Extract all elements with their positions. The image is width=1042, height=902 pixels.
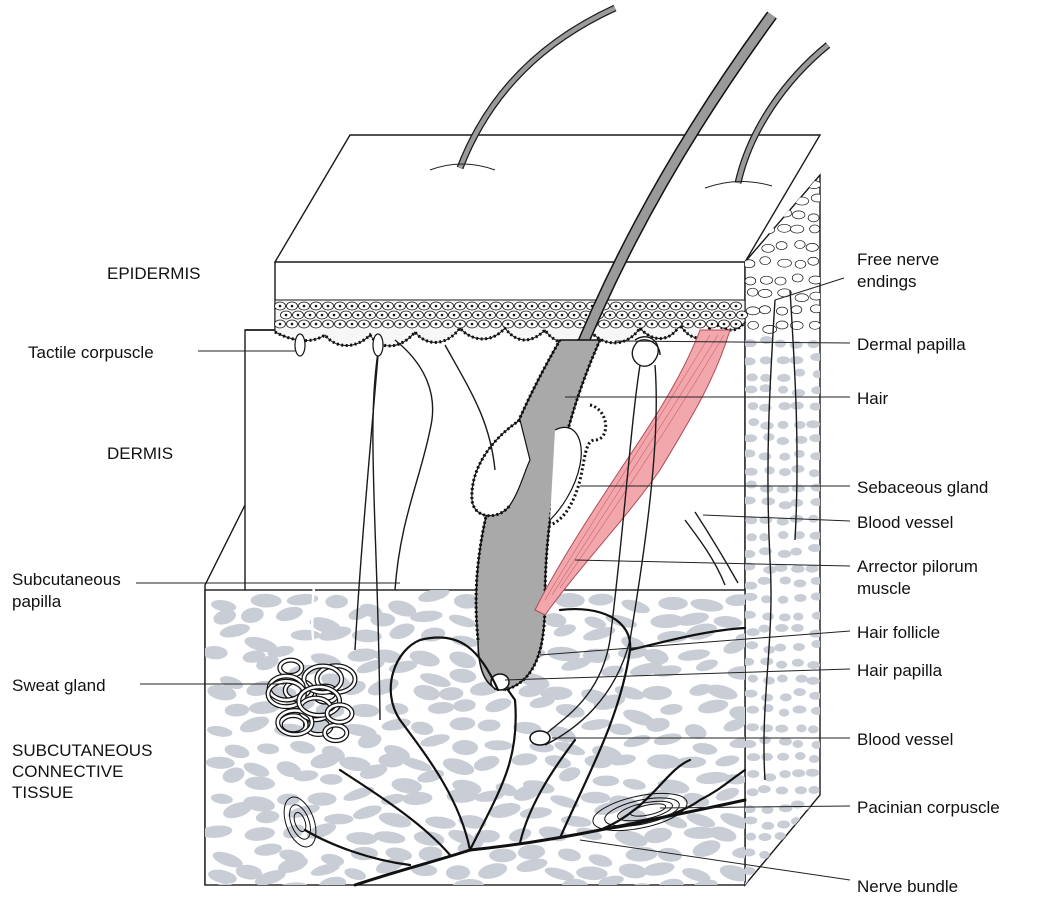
label-dermal-papilla: Dermal papilla <box>857 335 966 354</box>
upper-blood-vessel <box>685 512 738 585</box>
label-hair-follicle: Hair follicle <box>857 623 940 642</box>
skin-surface <box>275 135 820 262</box>
label-hair-papilla: Hair papilla <box>857 661 943 680</box>
label-hair: Hair <box>857 389 889 408</box>
label-subcutaneous: SUBCUTANEOUS CONNECTIVE TISSUE <box>12 741 157 802</box>
label-dermis: DERMIS <box>107 444 173 463</box>
subcutaneous-papilla-column <box>395 340 433 590</box>
label-arrector-pilorum-muscle: Arrector pilorum muscle <box>857 557 983 598</box>
label-subcutaneous-papilla: Subcutaneous papilla <box>12 570 125 611</box>
label-nerve-bundle: Nerve bundle <box>857 877 958 896</box>
label-blood-vessel-lower: Blood vessel <box>857 730 953 749</box>
label-free-nerve-endings: Free nerve endings <box>857 250 944 291</box>
epidermal-cell-pattern <box>275 302 748 328</box>
label-tactile-corpuscle: Tactile corpuscle <box>28 343 154 362</box>
label-epidermis: EPIDERMIS <box>107 264 201 283</box>
label-sebaceous-gland: Sebaceous gland <box>857 478 988 497</box>
label-blood-vessel-upper: Blood vessel <box>857 513 953 532</box>
label-pacinian-corpuscle: Pacinian corpuscle <box>857 798 1000 817</box>
label-sweat-gland: Sweat gland <box>12 676 106 695</box>
